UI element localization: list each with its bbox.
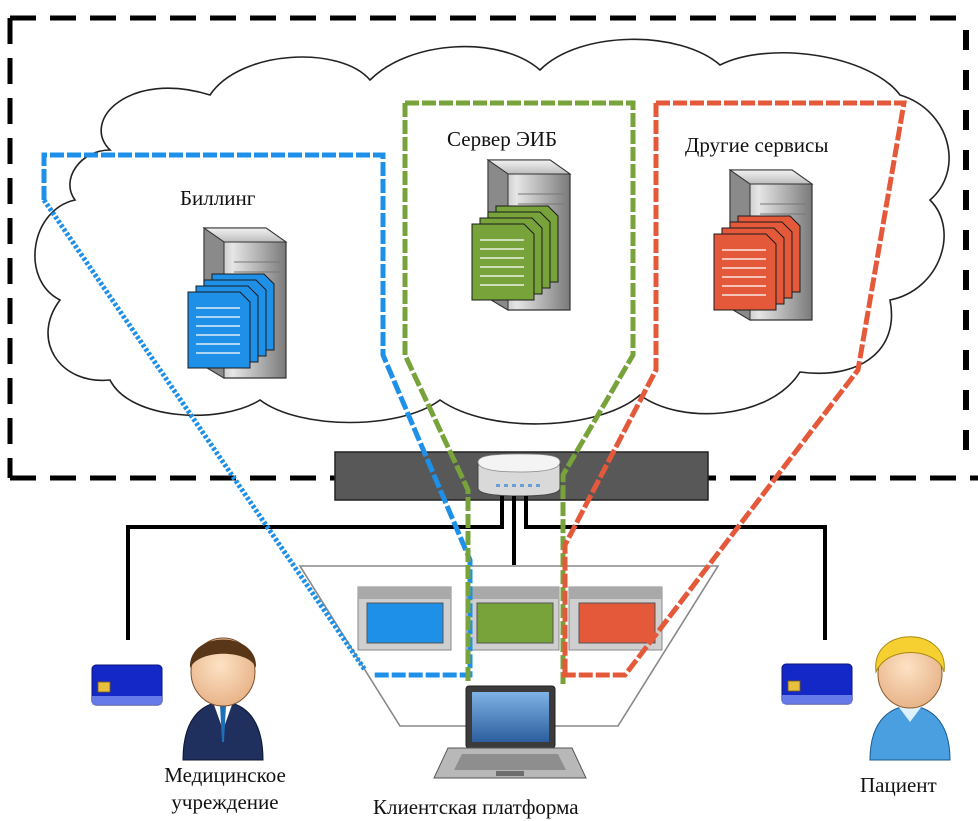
other-services-label: Другие сервисы xyxy=(685,133,829,157)
network-router-icon xyxy=(477,453,561,497)
billing-label: Биллинг xyxy=(180,186,256,210)
patient-person-icon xyxy=(869,636,951,761)
document-icon xyxy=(471,223,535,301)
laptop-icon xyxy=(433,685,587,779)
smart-card-icon xyxy=(91,664,163,706)
medical-institution-line2: учреждение xyxy=(171,790,279,814)
doctor-person-icon xyxy=(182,637,264,761)
service-window-other xyxy=(568,586,663,651)
network-wires xyxy=(126,496,827,640)
medical-institution-line1: Медицинское xyxy=(164,763,286,787)
billing-server-icon xyxy=(187,227,288,379)
service-window-eib xyxy=(465,586,560,651)
document-icon xyxy=(713,233,777,311)
client-platform-label: Клиентская платформа xyxy=(373,795,579,819)
other-link-outline xyxy=(562,100,907,678)
document-icon xyxy=(187,291,251,369)
other-server-icon xyxy=(713,169,814,321)
eib-server-icon xyxy=(471,159,572,311)
patient-label: Пациент xyxy=(860,773,937,797)
medical-institution-label: Медицинское учреждение xyxy=(140,763,310,814)
smart-card-icon xyxy=(781,663,853,705)
eib-server-label: Сервер ЭИБ xyxy=(447,127,558,151)
service-window-billing xyxy=(357,586,452,651)
